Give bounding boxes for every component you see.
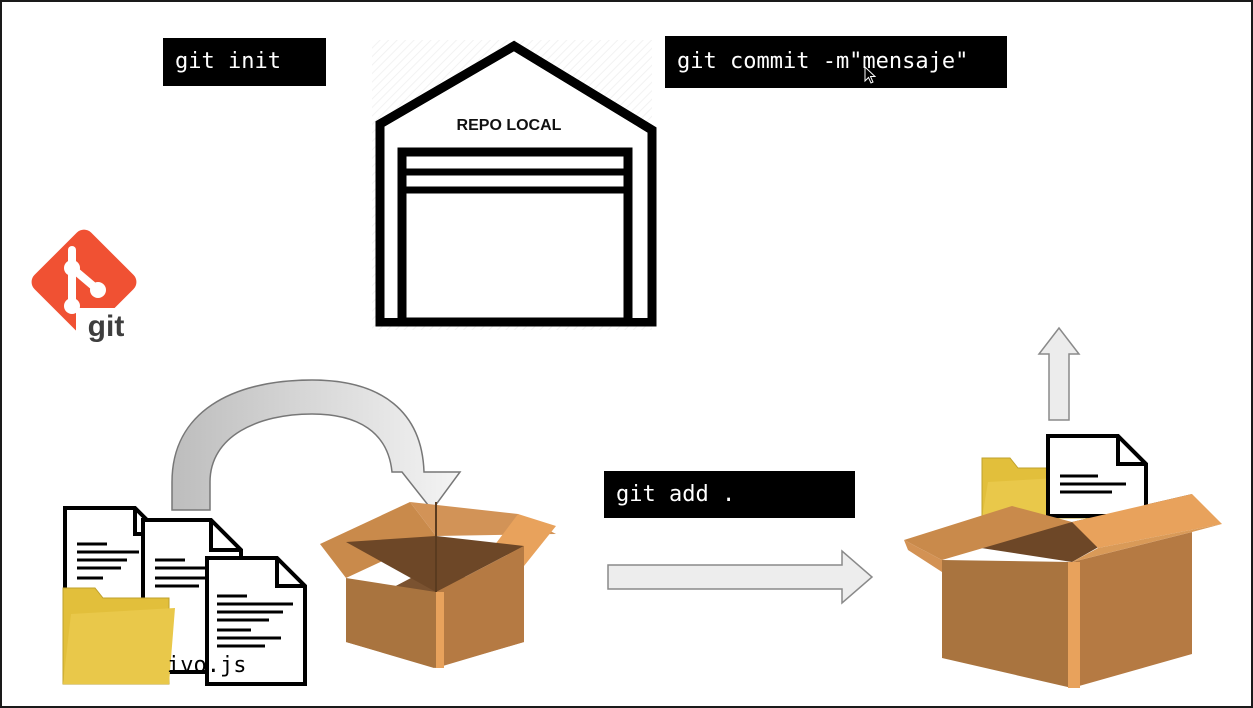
mouse-cursor-icon <box>864 66 877 84</box>
repo-local-label: REPO LOCAL <box>457 117 562 134</box>
up-arrow-icon <box>1037 326 1081 421</box>
git-commit-label: git commit -m"mensaje" <box>665 36 1007 88</box>
staging-box-icon <box>320 502 556 668</box>
git-add-label: git add . <box>604 471 855 518</box>
working-files-icon: ivo.js <box>62 506 307 686</box>
curved-arrow-icon <box>171 379 462 512</box>
repo-local-warehouse-icon: REPO LOCAL <box>372 40 657 330</box>
git-logo-icon: git <box>31 229 137 343</box>
git-logo-text: git <box>88 310 125 343</box>
filename-label: ivo.js <box>167 653 246 678</box>
commit-box-icon <box>904 434 1222 688</box>
right-arrow-icon <box>607 549 874 605</box>
git-init-label: git init <box>163 38 326 86</box>
